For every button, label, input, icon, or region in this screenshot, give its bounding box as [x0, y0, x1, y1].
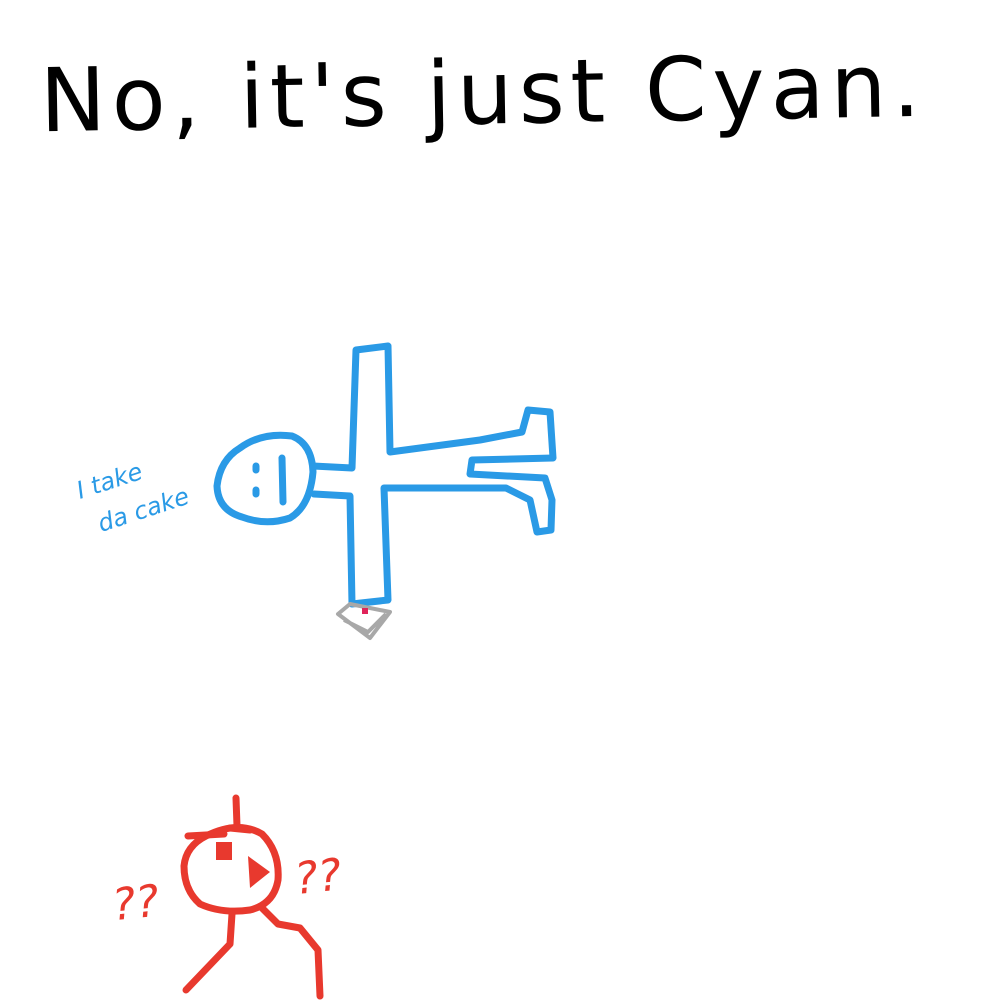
- red-question-left: ??: [110, 876, 162, 932]
- red-hair: [184, 824, 254, 840]
- cyan-figure: [213, 342, 557, 608]
- red-nose: [248, 856, 270, 888]
- cake-slice: [336, 602, 392, 640]
- red-eye: [216, 842, 232, 860]
- red-head: [180, 824, 282, 915]
- red-neck-body: [182, 904, 324, 1000]
- cake: [336, 602, 392, 640]
- red-face: [216, 842, 270, 888]
- caption-text: No, it's just Cyan.: [39, 34, 927, 152]
- red-figure: [180, 794, 324, 1000]
- cyan-body: [309, 342, 557, 608]
- cyan-mouth: [278, 454, 287, 506]
- cake-cherry: [362, 608, 368, 614]
- red-question-right: ??: [292, 849, 344, 905]
- cyan-head: [213, 431, 317, 526]
- red-antenna: [232, 794, 241, 830]
- cyan-speech: I take da cake: [73, 457, 192, 538]
